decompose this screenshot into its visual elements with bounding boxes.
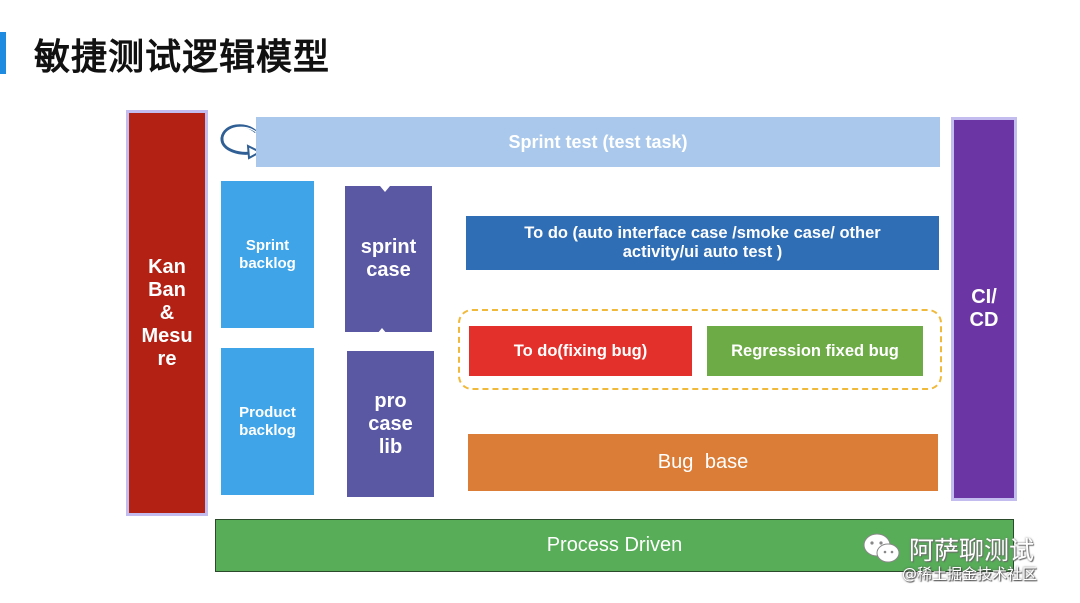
kanban-measure-block: Kan Ban & Mesu re [126, 110, 208, 516]
wechat-icon [863, 533, 900, 563]
title-accent-bar [0, 32, 6, 74]
sprint-case-block: sprint case [345, 186, 432, 332]
todo-auto-test-block: To do (auto interface case /smoke case/ … [466, 216, 939, 270]
sprint-case-arrow [380, 186, 390, 192]
bug-base-block: Bug base [468, 434, 938, 491]
sprint-test-arrow [379, 167, 389, 173]
todo-fixing-bug-block: To do(fixing bug) [469, 326, 692, 376]
cycle-arrow-icon [220, 124, 263, 160]
watermark-site: @稀土掘金技术社区 [902, 565, 1038, 583]
product-backlog-block: Product backlog [221, 348, 314, 495]
watermark-name: 阿萨聊测试 [909, 536, 1035, 565]
pro-case-lib-block: pro case lib [347, 351, 434, 497]
pro-case-lib-arrow [377, 328, 387, 334]
ci-cd-block: CI/ CD [951, 117, 1017, 501]
page-title: 敏捷测试逻辑模型 [34, 37, 331, 78]
sprint-backlog-block: Sprint backlog [221, 181, 314, 328]
bug-fix-group [458, 309, 942, 390]
regression-fixed-bug-block: Regression fixed bug [707, 326, 923, 376]
sprint-test-bar: Sprint test (test task) [256, 117, 940, 167]
